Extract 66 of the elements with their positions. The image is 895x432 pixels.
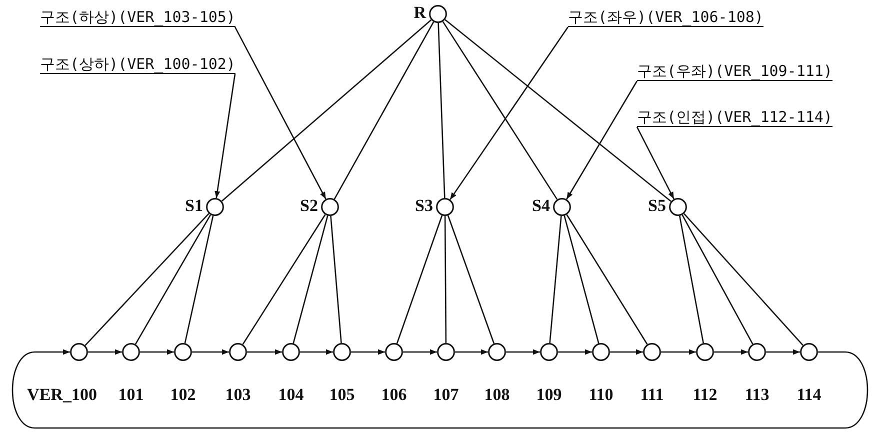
arrow (192, 349, 229, 355)
connector-line (564, 216, 600, 344)
node-label: 107 (433, 386, 459, 404)
node-label: 102 (170, 386, 196, 404)
connector-line (682, 214, 754, 344)
node-label: S4 (532, 197, 550, 215)
arrow (661, 349, 696, 355)
arrow (455, 349, 488, 355)
connector-line (438, 22, 446, 198)
node-label: 108 (484, 386, 510, 404)
arrow (610, 349, 643, 355)
connector-line (184, 216, 214, 344)
connector-line (444, 19, 672, 202)
arrow (140, 349, 174, 355)
connector-line (242, 214, 326, 345)
node-label: S3 (415, 197, 433, 215)
connector-line (134, 214, 212, 345)
leader-line (450, 26, 569, 200)
loop-arrow (12, 349, 868, 429)
node-label: S2 (300, 197, 318, 215)
node-label: S1 (185, 197, 203, 215)
connector-line (549, 216, 562, 344)
arrow (506, 349, 540, 355)
callout-label: 구조(하상)(VER_103-105) (40, 8, 236, 26)
arrow (714, 349, 748, 355)
node-label: 114 (796, 386, 822, 404)
connector-line (330, 216, 342, 344)
arrow (247, 349, 282, 355)
callout-label: 구조(좌우)(VER_106-108) (568, 8, 764, 26)
node-label: 113 (744, 386, 770, 404)
connector-line (447, 215, 495, 344)
node-label: S5 (648, 197, 666, 215)
leader-line (566, 80, 638, 200)
leader-line (636, 126, 674, 200)
node-label: 110 (588, 386, 614, 404)
connector-line (442, 21, 558, 200)
node-label: 112 (692, 386, 718, 404)
arrow (766, 349, 800, 355)
connector-line (679, 216, 704, 344)
node-label: 101 (118, 386, 144, 404)
connector-line (292, 216, 328, 344)
arrow (403, 349, 437, 355)
node-label: 103 (225, 386, 251, 404)
connector-line (444, 216, 447, 343)
node-label: 106 (381, 386, 407, 404)
arrow (351, 349, 385, 355)
leader-line (214, 74, 236, 198)
connector-line (396, 215, 443, 344)
callout-label: 구조(인접)(VER_112-114) (637, 108, 832, 126)
connector-line (684, 213, 804, 346)
node-label: 109 (536, 386, 562, 404)
connector-line (566, 214, 648, 345)
arrow (558, 349, 592, 355)
connector-line (221, 19, 432, 202)
callout-label: 구조(상하)(VER_100-102) (40, 55, 236, 73)
connector-line (84, 213, 210, 346)
node-label: 105 (329, 386, 355, 404)
node-label: 104 (278, 386, 304, 404)
connector-line (334, 22, 434, 200)
node-label: 111 (640, 386, 664, 404)
node-label: R (414, 4, 426, 22)
arrow (300, 349, 333, 355)
arrow (88, 349, 122, 355)
leader-line (234, 26, 326, 200)
callout-label: 구조(우좌)(VER_109-111) (637, 62, 832, 80)
node-label: VER_100 (27, 386, 97, 404)
